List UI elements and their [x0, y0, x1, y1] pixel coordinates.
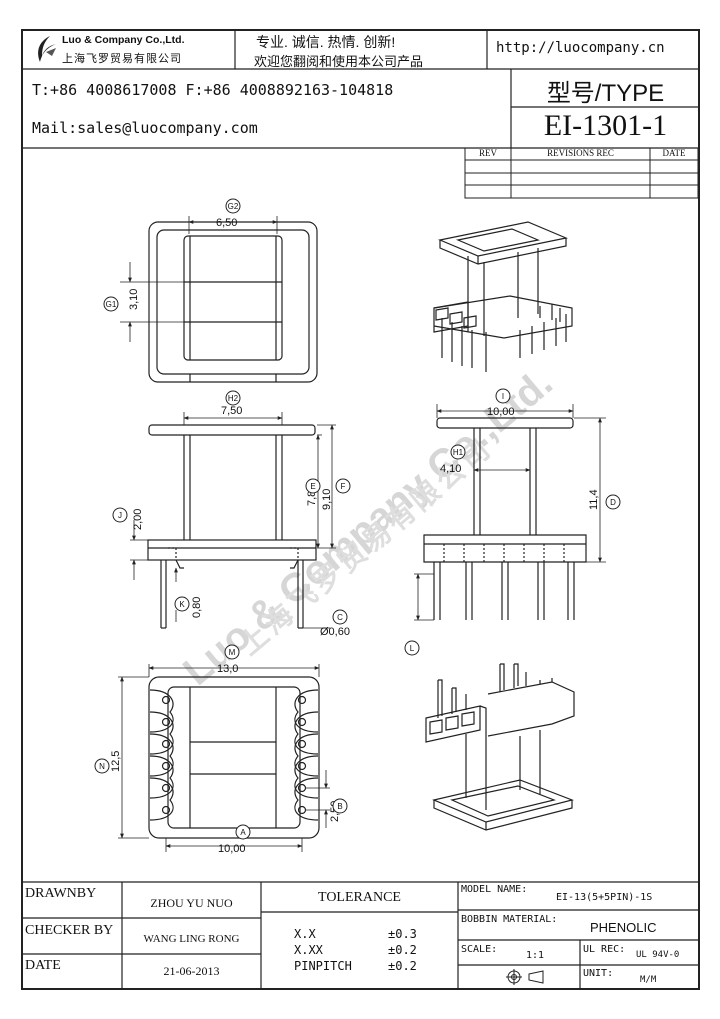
drawing-frame — [21, 29, 700, 990]
tolerance-label: TOLERANCE — [318, 890, 401, 905]
tolerance-xxx-value: ±0.2 — [388, 943, 417, 957]
scale-label: SCALE: — [461, 944, 498, 955]
model-name-value: EI-13(5+5PIN)-1S — [556, 892, 653, 903]
model-number: EI-1301-1 — [543, 109, 668, 142]
marker-h1: H1 — [453, 448, 464, 457]
dim-d: 11,4 — [588, 489, 600, 510]
marker-b: B — [337, 802, 342, 811]
pin-cups-left — [149, 689, 174, 821]
tolerance-xx-label: X.X — [294, 927, 316, 941]
company-name-cn: 上海飞罗贸易有限公司 — [62, 53, 182, 65]
mail-address[interactable]: Mail:sales@luocompany.com — [32, 119, 258, 137]
marker-i: I — [502, 392, 504, 401]
dim-g2: 6,50 — [216, 217, 237, 229]
top-view — [120, 216, 318, 383]
revisions-table — [464, 147, 699, 199]
technical-drawing: 6,50 3,10 7,50 7,80 9,10 2,00 0,80 Ø0,60… — [94, 198, 621, 855]
drawnby-value: ZHOU YU NUO — [150, 896, 233, 910]
side-view — [414, 404, 606, 621]
marker-l: L — [410, 644, 415, 653]
checker-value: WANG LING RONG — [143, 933, 240, 945]
iso-view-top — [433, 221, 573, 372]
date-label: DATE — [25, 958, 61, 973]
dim-h1: 4,10 — [440, 463, 461, 475]
tolerance-pinpitch-value: ±0.2 — [388, 959, 417, 973]
marker-a: A — [240, 828, 246, 837]
marker-c: C — [337, 613, 343, 622]
company-name-en: Luo & Company Co.,Ltd. — [62, 34, 185, 46]
type-label: 型号/TYPE — [546, 80, 665, 107]
ul-rec-label: UL REC: — [583, 944, 626, 955]
unit-value: M/M — [640, 975, 657, 985]
website-link[interactable]: http://luocompany.cn — [496, 40, 665, 56]
rev-column-header: REV — [479, 148, 497, 158]
bottom-view — [118, 664, 330, 852]
iso-view-bottom — [425, 663, 575, 831]
marker-n: N — [99, 762, 105, 771]
date-column-header: DATE — [662, 148, 686, 158]
marker-h2: H2 — [228, 394, 239, 403]
marker-e: E — [310, 482, 315, 491]
projection-symbol-icon — [506, 969, 544, 985]
bobbin-material-value: PHENOLIC — [590, 920, 657, 935]
dim-c: Ø0,60 — [320, 626, 350, 638]
marker-m: M — [229, 648, 236, 657]
dim-h2: 7,50 — [221, 405, 242, 417]
marker-f: F — [341, 482, 346, 491]
tolerance-xxx-label: X.XX — [294, 943, 323, 957]
dim-j: 2,00 — [132, 509, 144, 530]
dim-g1: 3,10 — [128, 289, 140, 310]
marker-j: J — [118, 511, 122, 520]
unit-label: UNIT: — [583, 968, 614, 979]
checker-label: CHECKER BY — [25, 923, 114, 938]
marker-d: D — [610, 498, 616, 507]
tolerance-pinpitch-label: PINPITCH — [294, 959, 352, 973]
dim-m: 13,0 — [217, 663, 238, 675]
revisions-rec-column-header: REVISIONS REC — [547, 148, 614, 158]
tolerance-xx-value: ±0.3 — [388, 927, 417, 941]
model-name-label: MODEL NAME: — [461, 884, 528, 895]
dim-k: 0,80 — [191, 597, 203, 618]
marker-k: K — [179, 600, 185, 609]
front-view — [130, 412, 336, 629]
marker-g1: G1 — [106, 300, 117, 309]
dim-a: 10,00 — [218, 843, 246, 855]
dim-n: 12,5 — [110, 751, 122, 772]
drawnby-label: DRAWNBY — [25, 886, 97, 901]
dim-f: 9,10 — [321, 489, 333, 510]
date-value: 21-06-2013 — [163, 964, 220, 978]
bobbin-material-label: BOBBIN MATERIAL: — [461, 914, 558, 925]
marker-g2: G2 — [228, 202, 239, 211]
ul-rec-value: UL 94V-0 — [636, 950, 680, 960]
dim-i: 10,00 — [487, 406, 515, 418]
phone-fax: T:+86 4008617008 F:+86 4008892163-104818 — [32, 81, 394, 99]
slogan-line1: 专业. 诚信. 热情. 创新! — [256, 34, 396, 50]
slogan-line2: 欢迎您翻阅和使用本公司产品 — [254, 54, 424, 69]
pin-cups-right — [294, 689, 319, 821]
scale-value: 1:1 — [526, 950, 545, 961]
luo-logo-icon — [38, 36, 56, 62]
